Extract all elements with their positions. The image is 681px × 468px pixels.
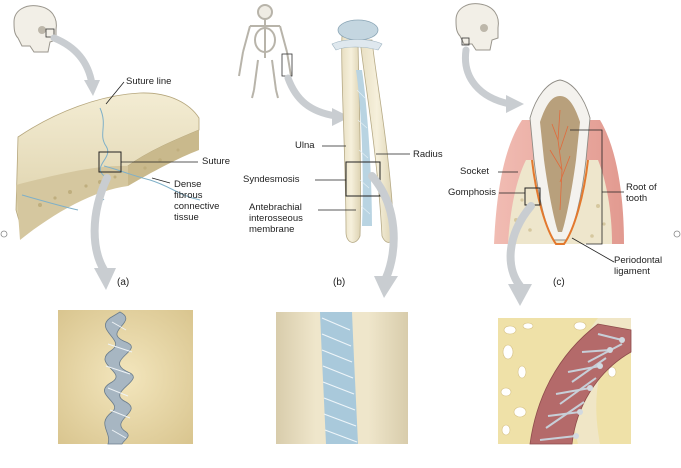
panel-gomphosis	[455, 3, 632, 445]
label-gomphosis: Gomphosis	[448, 187, 497, 198]
panel-syndesmosis	[238, 4, 410, 444]
label-suture: Suture	[202, 156, 230, 167]
label-dense-fibrous-1: Dense	[174, 179, 202, 190]
label-syndesmosis: Syndesmosis	[243, 174, 300, 185]
label-interosseous-2: interosseous	[249, 213, 303, 224]
caption-c: (c)	[553, 277, 565, 288]
label-ulna: Ulna	[295, 140, 315, 151]
syndesmosis-detail	[276, 312, 408, 444]
caption-a: (a)	[117, 277, 130, 288]
label-periodontal-1: Periodontal	[614, 255, 663, 266]
label-suture-line: Suture line	[126, 76, 172, 87]
label-socket: Socket	[460, 166, 490, 177]
skeleton-icon	[238, 4, 293, 99]
label-interosseous-1: Antebrachial	[249, 202, 302, 213]
label-dense-fibrous-2: fibrous	[174, 190, 203, 201]
label-radius: Radius	[413, 149, 443, 160]
label-periodontal-2: ligament	[614, 266, 650, 277]
label-dense-fibrous-3: connective	[174, 201, 220, 212]
label-interosseous-3: membrane	[249, 224, 295, 235]
suture-detail	[58, 310, 193, 445]
label-root-2: tooth	[626, 193, 648, 204]
skull-icon	[455, 3, 499, 51]
panel-suture	[13, 5, 201, 445]
label-root-1: Root of	[626, 182, 657, 193]
label-dense-fibrous-4: tissue	[174, 212, 199, 223]
skull-icon	[13, 5, 57, 53]
gomphosis-detail	[498, 318, 632, 445]
caption-b: (b)	[333, 277, 346, 288]
